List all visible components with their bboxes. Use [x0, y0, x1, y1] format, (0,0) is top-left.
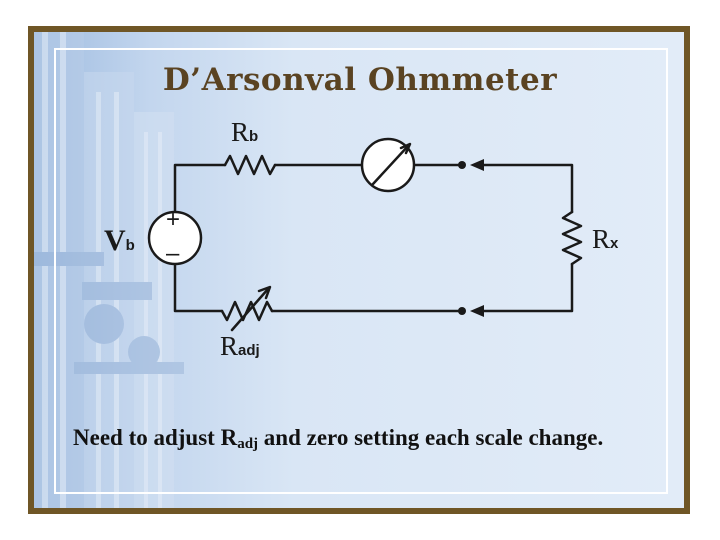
classical-columns-decoration [34, 32, 184, 508]
battery-minus-sign: – [166, 240, 180, 267]
galvanometer-needle [371, 144, 410, 186]
resistor-rb [223, 154, 277, 176]
slide-background [34, 32, 684, 508]
inner-border-right [666, 48, 668, 494]
resistor-rx [561, 210, 583, 266]
label-radj: Radj [220, 331, 260, 361]
slide-caption: Need to adjust Radj and zero setting eac… [73, 425, 604, 452]
arrow-top [470, 159, 484, 171]
label-rx: Rx [592, 224, 619, 254]
label-rb: Rb [231, 117, 259, 147]
label-vb: Vb [104, 224, 135, 257]
inner-border-bottom [54, 492, 668, 494]
wire-bottom-left [173, 260, 224, 313]
inner-border-left [54, 48, 56, 494]
arrow-bottom [470, 305, 484, 317]
radj-arrow [230, 287, 270, 332]
battery-plus-sign: + [166, 206, 181, 233]
wire-right-top [480, 163, 574, 214]
terminal-bottom [458, 307, 466, 315]
battery-symbol [147, 210, 203, 266]
slide-title: D’Arsonval Ohmmeter [162, 62, 558, 98]
resistor-radj [220, 300, 274, 322]
wire-right-bottom [480, 262, 574, 313]
inner-border-top [54, 48, 668, 50]
terminal-top [458, 161, 466, 169]
